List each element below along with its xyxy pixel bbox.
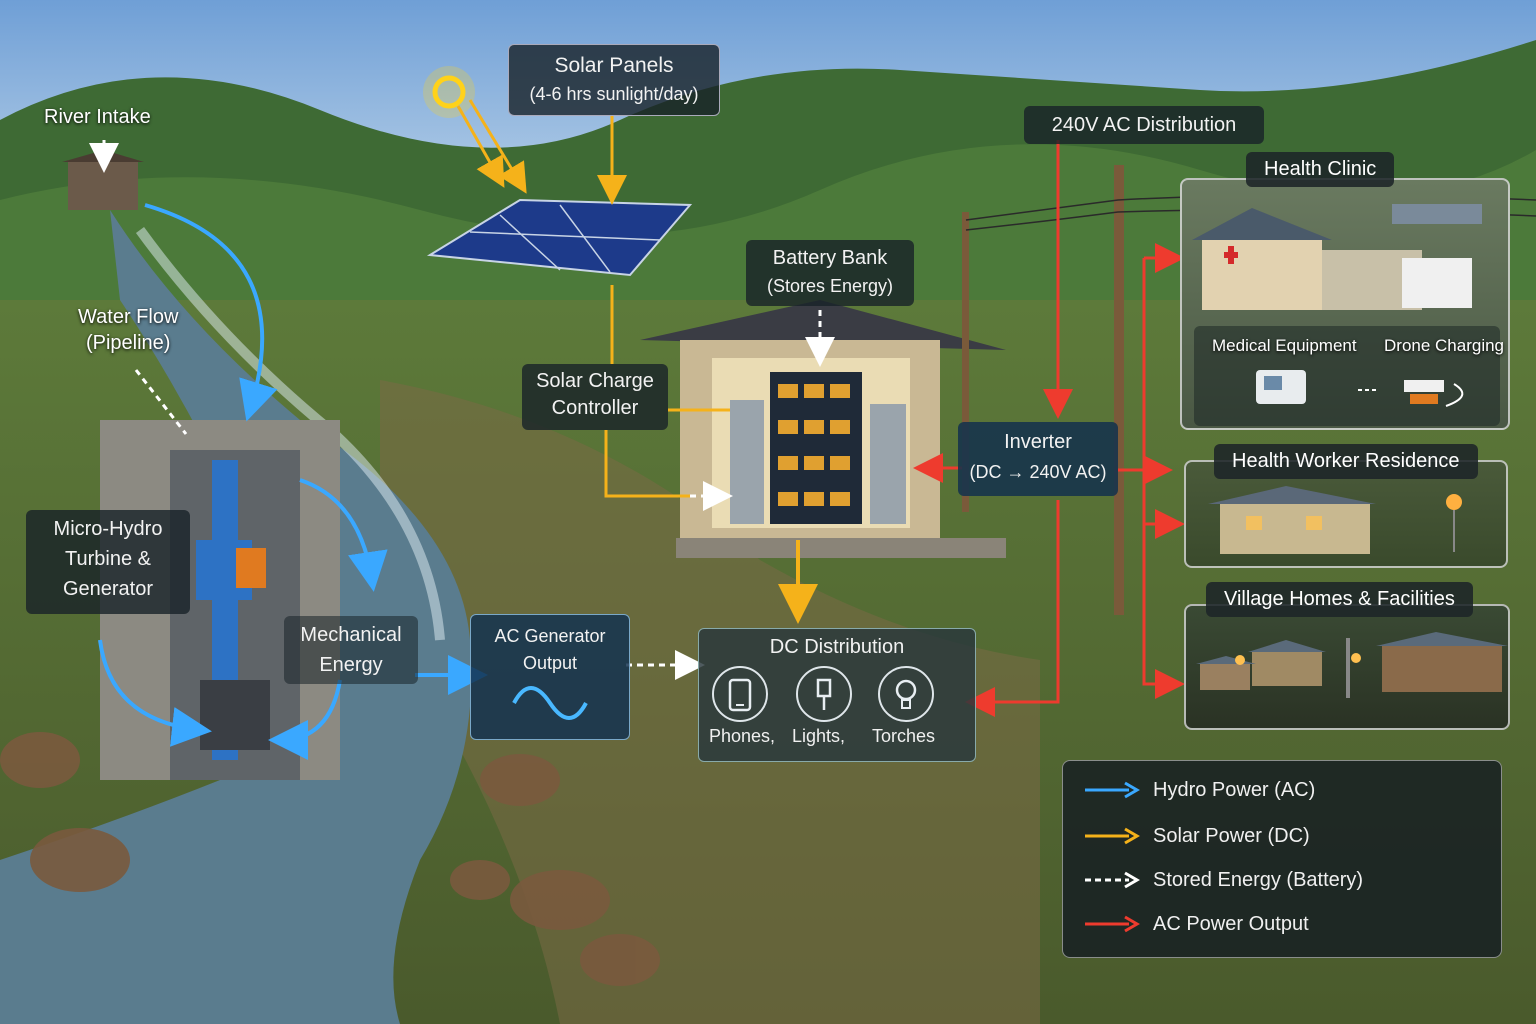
phone-icon (712, 666, 768, 722)
legend-item-stored: Stored Energy (Battery) (1083, 865, 1363, 895)
drone-charging-label: Drone Charging (1384, 336, 1505, 355)
lightbulb-icon (878, 666, 934, 722)
legend-stored-arrow-icon (1085, 871, 1140, 889)
solar-panels-subtitle: (4-6 hrs sunlight/day) (529, 84, 699, 105)
mechanical-line-2: Energy (319, 654, 383, 676)
health-clinic-panel (1180, 178, 1510, 430)
health-clinic-title: Health Clinic (1246, 152, 1395, 187)
solar-charge-controller-label: Solar Charge Controller (522, 364, 668, 430)
solar-charge-line-1: Solar Charge (536, 370, 654, 392)
legend-solar-label: Solar Power (DC) (1153, 824, 1310, 847)
clinic-building-icon (1192, 204, 1482, 310)
health-worker-residence-title: Health Worker Residence (1214, 444, 1478, 479)
village-homes-panel (1184, 604, 1510, 730)
water-flow-label: Water Flow (Pipeline) (78, 304, 178, 356)
mechanical-line-1: Mechanical (300, 624, 402, 646)
dc-item-torches: Torches (872, 726, 936, 746)
battery-bank-label: Battery Bank (Stores Energy) (746, 240, 914, 306)
solar-panels-title: Solar Panels (554, 54, 674, 77)
solar-charge-line-2: Controller (551, 397, 639, 419)
legend-hydro-arrow-icon (1085, 781, 1140, 799)
ac-distribution-label: 240V AC Distribution (1024, 106, 1264, 144)
medical-equipment-label: Medical Equipment (1212, 336, 1357, 355)
clinic-sub-panel (1194, 326, 1500, 426)
micro-hydro-line-2: Turbine & (65, 548, 151, 570)
village-homes-title: Village Homes & Facilities (1206, 582, 1473, 617)
ac-generator-line-1: AC Generator (494, 626, 606, 646)
dc-distribution-title: DC Distribution (769, 636, 905, 658)
inverter-label: Inverter (DC → 240V AC) (958, 422, 1118, 496)
solar-panels-label: Solar Panels (4-6 hrs sunlight/day) (508, 44, 720, 116)
residence-house-icon (1208, 486, 1462, 554)
micro-hydro-line-3: Generator (62, 578, 154, 600)
legend-hydro-label: Hydro Power (AC) (1153, 778, 1316, 801)
ac-generator-line-2: Output (522, 653, 578, 673)
micro-hydro-label: Micro-Hydro Turbine & Generator (26, 510, 190, 614)
legend-box: Hydro Power (AC) Solar Power (DC) Stored… (1062, 760, 1502, 958)
legend-item-hydro: Hydro Power (AC) (1083, 775, 1315, 805)
river-intake-label: River Intake (44, 106, 151, 128)
battery-bank-title: Battery Bank (772, 247, 888, 269)
inverter-title: Inverter (1004, 431, 1072, 453)
drone-icon (1358, 380, 1464, 407)
battery-bank-subtitle: (Stores Energy) (766, 276, 894, 296)
water-flow-line-1: Water Flow (78, 306, 179, 328)
legend-ac-label: AC Power Output (1153, 912, 1309, 935)
legend-solar-arrow-icon (1085, 827, 1140, 845)
dc-item-phones: Phones, (709, 726, 776, 746)
legend-item-ac-output: AC Power Output (1083, 909, 1309, 939)
legend-ac-arrow-icon (1085, 915, 1140, 933)
micro-hydro-line-1: Micro-Hydro (53, 518, 163, 540)
legend-item-solar: Solar Power (DC) (1083, 821, 1310, 851)
usb-plug-icon (796, 666, 852, 722)
mechanical-energy-label: Mechanical Energy (284, 616, 418, 684)
village-houses-icon (1196, 632, 1508, 698)
sine-wave-icon (512, 686, 588, 720)
inverter-subtitle: (DC → 240V AC) (969, 462, 1107, 482)
dc-item-lights: Lights, (792, 726, 846, 746)
legend-stored-label: Stored Energy (Battery) (1153, 868, 1364, 891)
medical-equipment-icon (1256, 370, 1306, 404)
water-flow-line-2: (Pipeline) (85, 332, 171, 354)
ac-generator-output-box: AC Generator Output (470, 614, 630, 740)
